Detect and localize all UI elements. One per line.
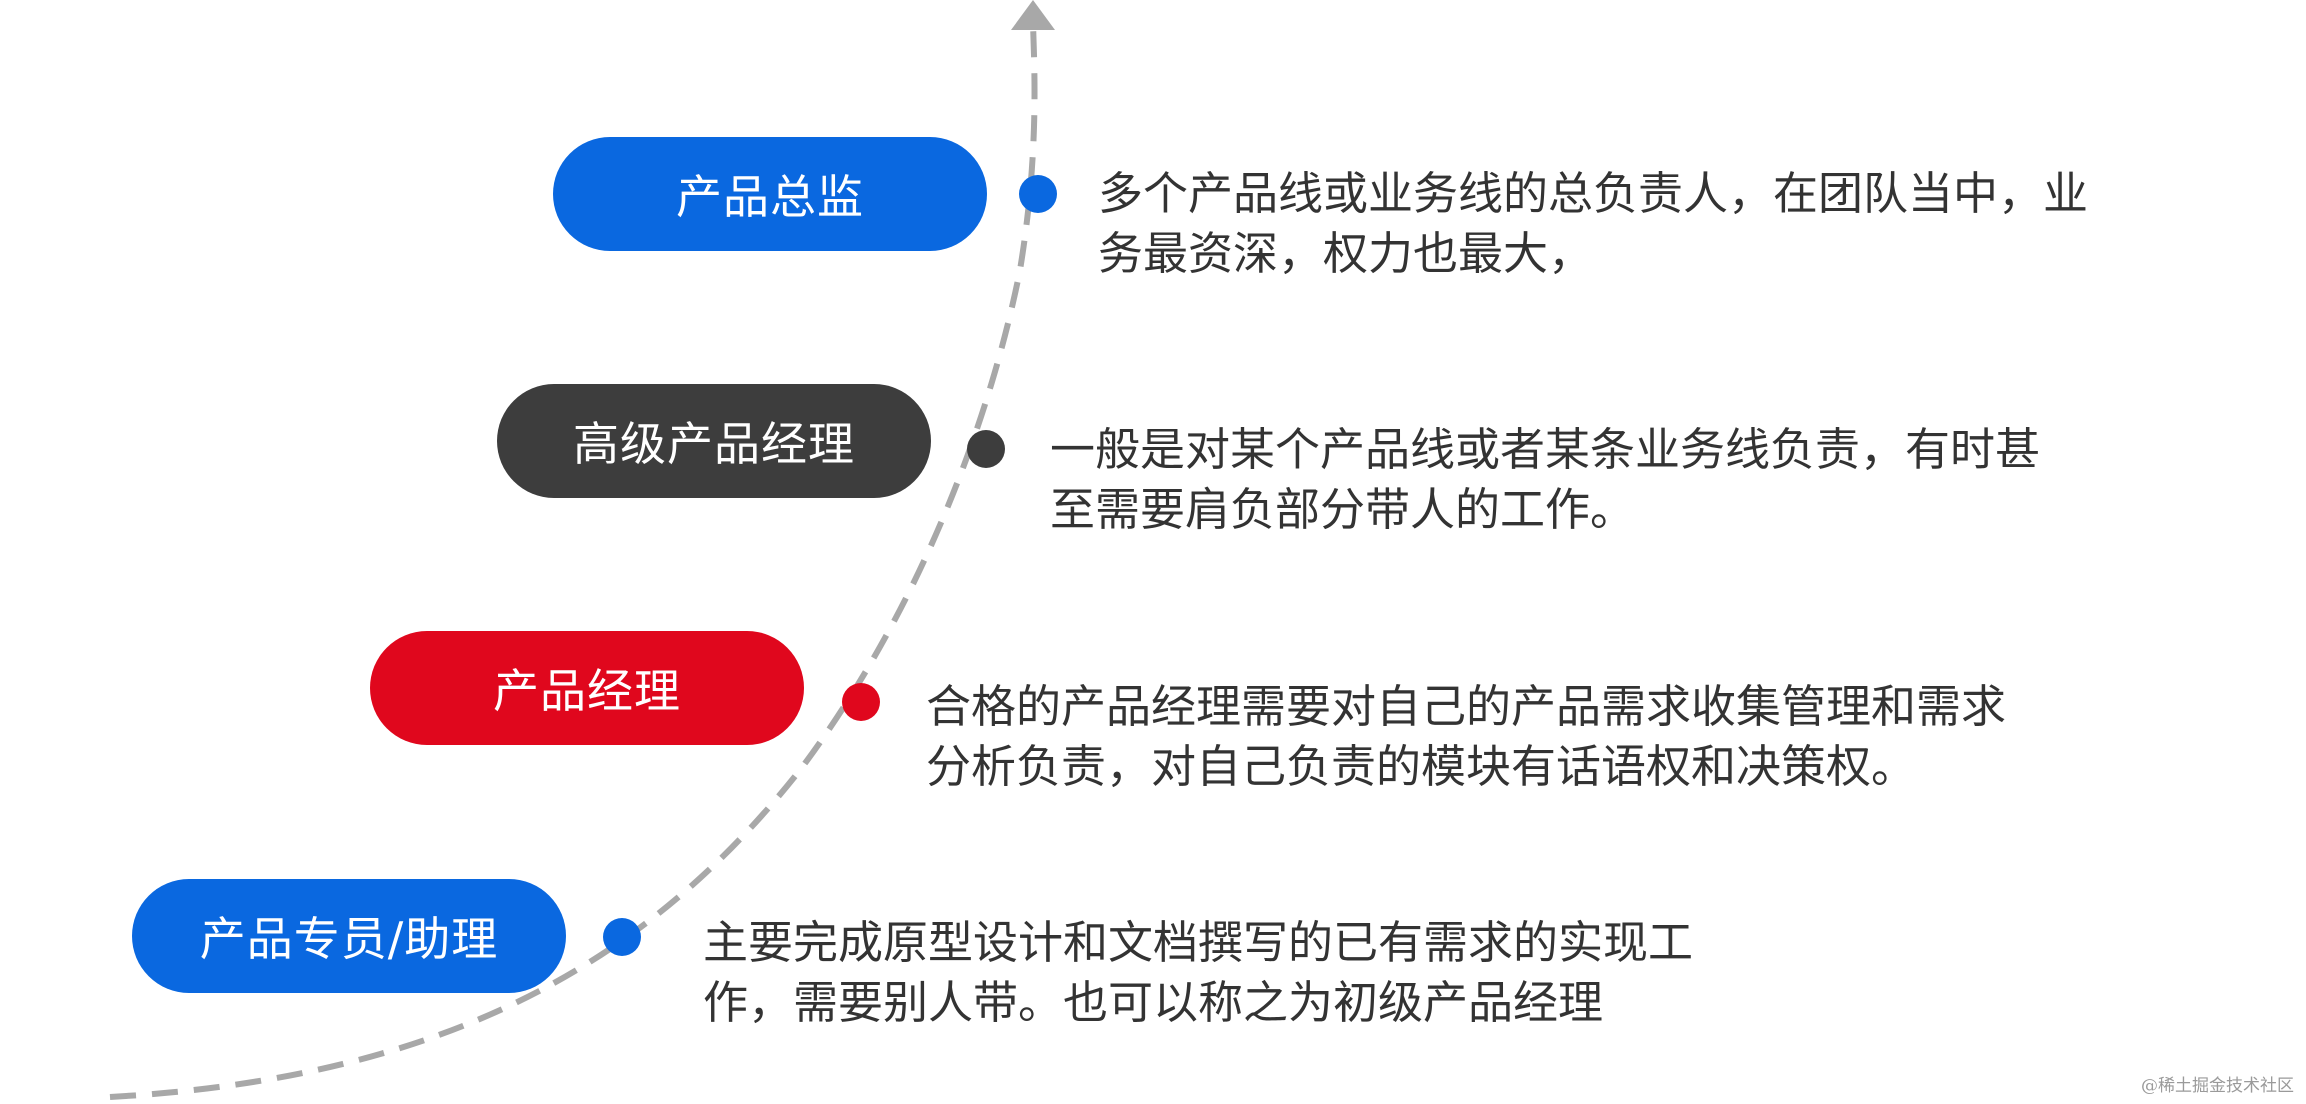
description-line: 至需要肩负部分带人的工作。 [1050,483,1636,536]
description-assistant: 主要完成原型设计和文档撰写的已有需求的实现工 作，需要别人带。也可以称之为初级产… [703,913,1693,1033]
pill-label: 高级产品经理 [573,417,855,471]
description-line: 多个产品线或业务线的总负责人，在团队当中，业 [1098,167,2089,220]
pill-label: 产品专员/助理 [199,912,499,966]
timeline-dot-manager [842,683,880,721]
description-line: 分析负责，对自己负责的模块有话语权和决策权。 [926,740,1917,793]
pill-product-manager: 产品经理 [370,631,804,745]
description-line: 作，需要别人带。也可以称之为初级产品经理 [703,976,1604,1029]
description-line: 务最资深，权力也最大， [1098,227,1594,280]
description-line: 合格的产品经理需要对自己的产品需求收集管理和需求 [926,680,2007,733]
timeline-dot-senior [967,430,1005,468]
pill-product-assistant: 产品专员/助理 [132,879,566,993]
description-director: 多个产品线或业务线的总负责人，在团队当中，业 务最资深，权力也最大， [1098,164,2088,284]
arrow-up-icon [1011,0,1055,30]
watermark-text: @稀土掘金技术社区 [2141,1076,2294,1096]
description-line: 主要完成原型设计和文档撰写的已有需求的实现工 [703,916,1694,969]
pill-product-director: 产品总监 [553,137,987,251]
description-manager: 合格的产品经理需要对自己的产品需求收集管理和需求 分析负责，对自己负责的模块有话… [926,677,2006,797]
timeline-dot-director [1019,175,1057,213]
dashed-career-path [109,23,1038,1100]
pill-senior-product-manager: 高级产品经理 [497,384,931,498]
description-line: 一般是对某个产品线或者某条业务线负责，有时甚 [1050,423,2041,476]
pill-label: 产品经理 [493,664,681,718]
pill-label: 产品总监 [676,170,864,224]
description-senior: 一般是对某个产品线或者某条业务线负责，有时甚 至需要肩负部分带人的工作。 [1050,420,2040,540]
timeline-dot-assistant [603,918,641,956]
